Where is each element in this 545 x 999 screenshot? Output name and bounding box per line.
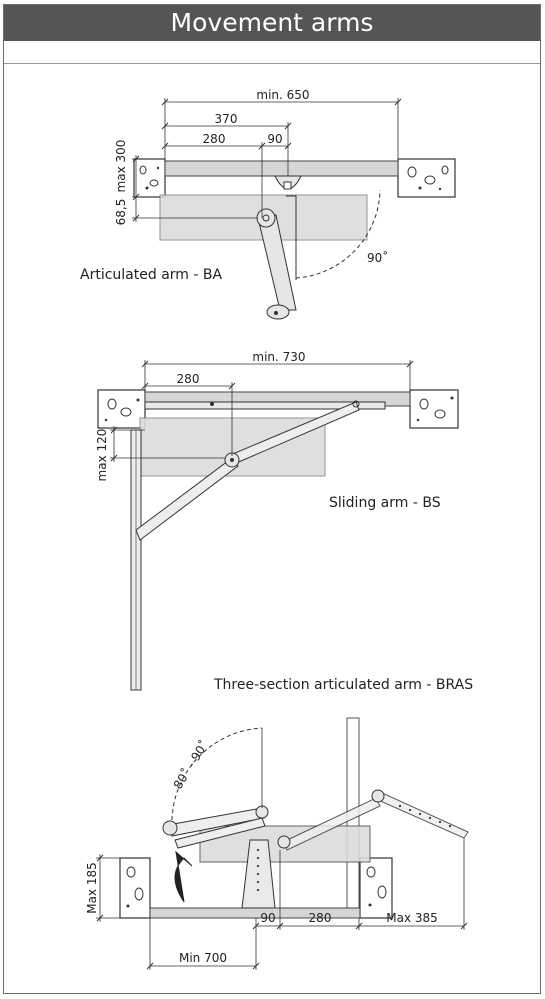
dim-angle-bras: 80˚ - 90˚: [170, 737, 212, 791]
wall-right-2: [409, 389, 459, 429]
arm-segment-open-2: [377, 791, 469, 839]
caption-three-section-arm: Three-section articulated arm - BRAS: [213, 677, 473, 693]
page-title: Movement arms: [4, 5, 540, 41]
angle-arc: [295, 189, 381, 279]
diagram-sliding-arm: min. 730 280 max 120 Sliding arm - BS: [95, 350, 459, 691]
caption-articulated-arm: Articulated arm - BA: [80, 267, 222, 283]
slide-rail: [144, 401, 386, 410]
dim-68-5: 68,5: [114, 199, 128, 226]
dim-angle-label: 90˚: [367, 250, 388, 265]
dim-370: 370: [215, 112, 238, 126]
title-underbar: [4, 41, 540, 64]
dim-min730: min. 730: [252, 350, 305, 364]
arm-lower: [135, 457, 239, 541]
diagram-articulated-arm: 90˚ min. 650 370 280 90 max 300: [80, 88, 456, 320]
dim-max300: max 300: [114, 140, 128, 193]
wall-right-3: [359, 857, 393, 919]
wall-left-3: [119, 857, 151, 919]
articulated-arm: [256, 195, 297, 320]
wall-left-2: [97, 389, 146, 429]
dim-90: 90: [267, 132, 282, 146]
dim-280-bras: 280: [309, 911, 332, 925]
wall-left: [133, 158, 166, 198]
dim-max185: Max 185: [85, 862, 99, 914]
caption-sliding-arm: Sliding arm - BS: [329, 495, 441, 511]
dim-min700: Min 700: [179, 951, 227, 965]
dim-280: 280: [203, 132, 226, 146]
wall-right: [397, 158, 456, 198]
dim-max385: Max 385: [386, 911, 438, 925]
dim-max120: max 120: [95, 429, 109, 482]
angle-arc-bras: [171, 727, 263, 821]
arm-segment-2: [174, 817, 266, 849]
diagram-three-section-arm: 80˚ - 90˚ 90 280 Max 385 Min 700 Max 185: [85, 717, 469, 970]
dim-90-bras: 90: [260, 911, 275, 925]
lintel: [164, 160, 399, 177]
closing-direction-arrow: [174, 850, 193, 903]
dim-min650: min. 650: [256, 88, 309, 102]
dim-280-bs: 280: [177, 372, 200, 386]
